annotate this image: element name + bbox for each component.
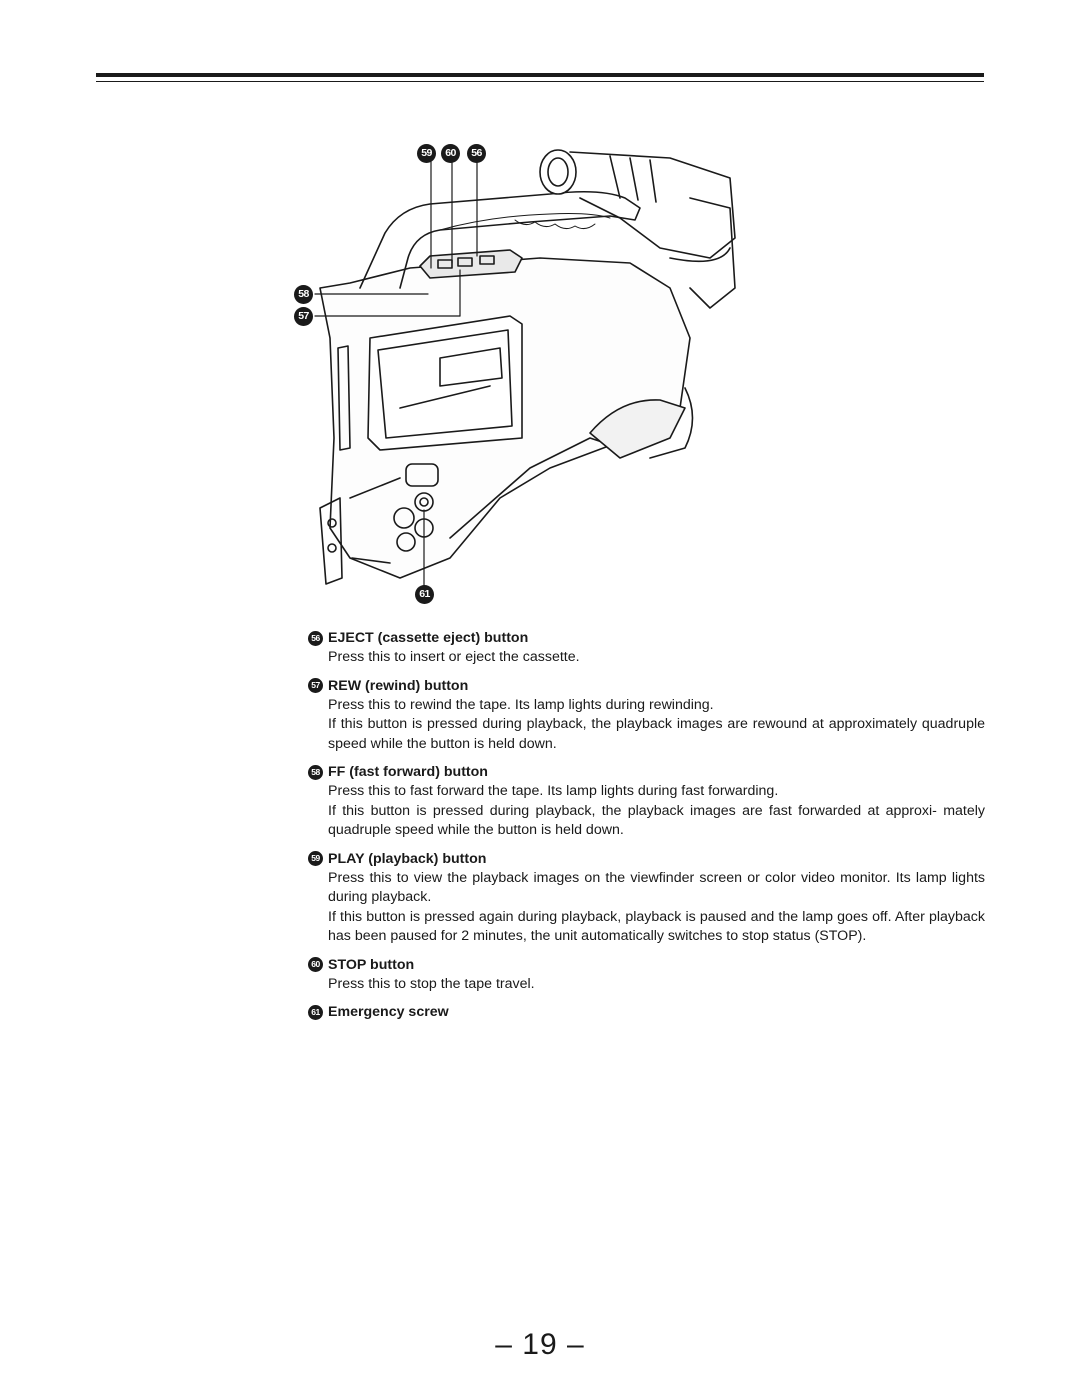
item-stop: 60 STOP button Press this to stop the tap… xyxy=(308,955,985,995)
camera-illustration xyxy=(290,138,750,608)
item-paragraph: Press this to stop the tape travel. xyxy=(328,975,535,992)
item-paragraph: Press this to insert or eject the casset… xyxy=(328,649,580,665)
eyepiece xyxy=(539,149,577,195)
item-paragraph: If this button is pressed during playbac… xyxy=(328,716,985,752)
item-emergency-screw: 61 Emergency screw xyxy=(308,1002,985,1022)
item-number-badge: 59 xyxy=(308,851,323,866)
shoulder-pad xyxy=(589,399,686,459)
item-paragraph: Press this to rewind the tape. Its lamp … xyxy=(328,696,714,713)
callout-56: 56 xyxy=(467,144,486,163)
page-number: – 19 – xyxy=(495,1328,585,1361)
item-title: PLAY (playback) button xyxy=(328,850,487,867)
item-title: STOP button xyxy=(328,956,415,973)
deck-buttons xyxy=(419,249,523,279)
item-number-badge: 61 xyxy=(308,1004,323,1020)
header-rule-thick xyxy=(96,73,984,77)
item-play: 59 PLAY (playback) button Press this to v… xyxy=(308,849,985,947)
item-paragraph: If this button is pressed again during p… xyxy=(328,908,985,945)
item-number-badge: 56 xyxy=(308,630,323,646)
item-ff: 58 FF (fast forward) button Press this to… xyxy=(308,762,985,841)
item-number-badge: 60 xyxy=(308,957,323,972)
item-number-badge: 58 xyxy=(308,764,323,780)
callout-61: 61 xyxy=(415,585,434,604)
item-paragraph: If this button is pressed during playbac… xyxy=(328,802,985,839)
item-paragraph: Press this to view the playback images o… xyxy=(328,869,985,906)
item-title: FF (fast forward) button xyxy=(328,764,488,780)
item-rew: 57 REW (rewind) button Press this to rewi… xyxy=(308,676,985,755)
play-cover xyxy=(405,463,439,487)
item-eject: 56 EJECT (cassette eject) button Press th… xyxy=(308,628,985,668)
carry-handle xyxy=(359,190,641,289)
cassette-door xyxy=(367,315,523,451)
item-title: EJECT (cassette eject) button xyxy=(328,630,529,646)
item-paragraph: Press this to fast forward the tape. Its… xyxy=(328,783,779,799)
item-number-badge: 57 xyxy=(308,678,323,693)
callout-58: 58 xyxy=(294,285,313,304)
descriptions: 56 EJECT (cassette eject) button Press th… xyxy=(308,628,985,1030)
callout-60: 60 xyxy=(441,144,460,163)
callout-57: 57 xyxy=(294,307,313,326)
callout-59: 59 xyxy=(417,144,436,163)
header-rule-thin xyxy=(96,81,984,82)
item-title: Emergency screw xyxy=(328,1004,449,1020)
item-title: REW (rewind) button xyxy=(328,677,469,694)
